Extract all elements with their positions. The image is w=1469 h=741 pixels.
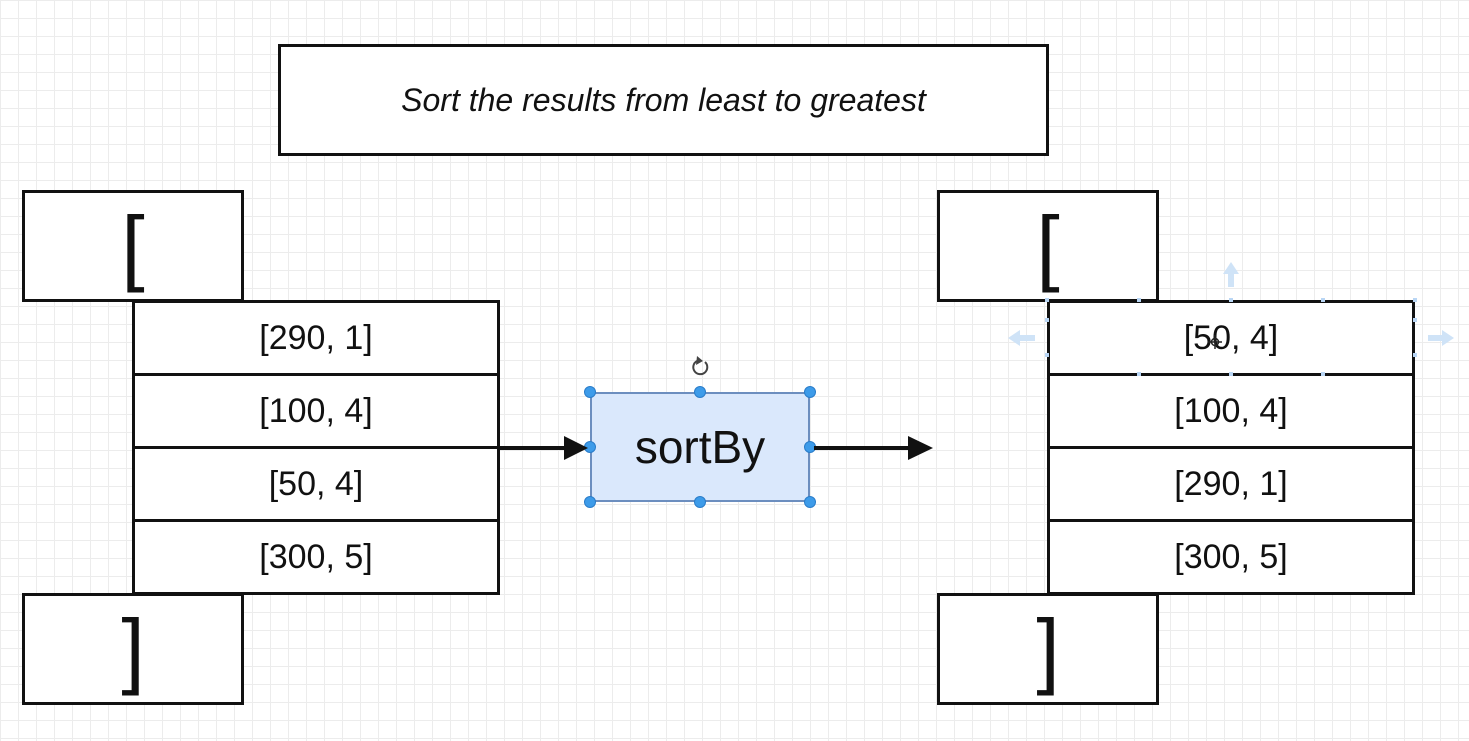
left-close-bracket: ] — [121, 602, 145, 696]
left-open-bracket: [ — [121, 199, 145, 293]
resize-handle-bottom[interactable] — [694, 496, 706, 508]
resize-handle-top-left[interactable] — [584, 386, 596, 398]
rotate-icon[interactable] — [692, 356, 709, 376]
right-open-bracket-box[interactable]: [ — [937, 190, 1159, 302]
move-cursor-icon — [1208, 335, 1222, 349]
left-row-3-text: [300, 5] — [259, 537, 373, 576]
resize-handle-bottom-left[interactable] — [584, 496, 596, 508]
hover-connection-points — [1045, 298, 1417, 376]
sortby-box[interactable]: sortBy — [590, 392, 810, 502]
right-row-1-text: [100, 4] — [1174, 391, 1288, 430]
left-close-bracket-box[interactable]: ] — [22, 593, 244, 705]
resize-handle-bottom-right[interactable] — [804, 496, 816, 508]
left-row-2-text: [50, 4] — [268, 464, 364, 503]
resize-handle-top[interactable] — [694, 386, 706, 398]
left-row-0[interactable]: [290, 1] — [132, 300, 500, 376]
sortby-label: sortBy — [634, 421, 766, 473]
title-text: Sort the results from least to greatest — [401, 81, 926, 118]
right-row-2-text: [290, 1] — [1174, 464, 1288, 503]
arrow-left-to-sortby[interactable] — [500, 436, 588, 460]
left-row-3[interactable]: [300, 5] — [132, 519, 500, 595]
resize-handle-top-right[interactable] — [804, 386, 816, 398]
left-row-2[interactable]: [50, 4] — [132, 446, 500, 522]
right-close-bracket-box[interactable]: ] — [937, 593, 1159, 705]
right-row-3[interactable]: [300, 5] — [1047, 519, 1415, 595]
right-row-0[interactable]: [50, 4] — [1047, 300, 1415, 376]
arrow-sortby-to-right[interactable] — [814, 436, 933, 460]
left-row-1-text: [100, 4] — [259, 391, 373, 430]
right-open-bracket: [ — [1036, 199, 1060, 293]
right-close-bracket: ] — [1036, 602, 1060, 696]
title-box[interactable]: Sort the results from least to greatest — [278, 44, 1049, 156]
left-row-0-text: [290, 1] — [259, 318, 373, 357]
hover-hint-arrows-icon — [1008, 262, 1454, 346]
right-row-0-text: [50, 4] — [1183, 318, 1279, 357]
right-row-3-text: [300, 5] — [1174, 537, 1288, 576]
